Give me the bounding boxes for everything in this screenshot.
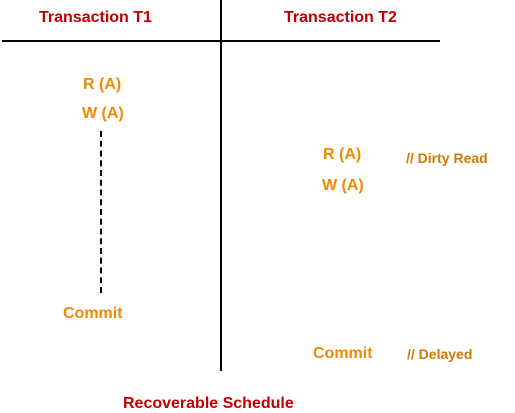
- header-transaction-t2: Transaction T2: [284, 9, 397, 26]
- diagram-caption: Recoverable Schedule: [123, 395, 294, 412]
- note-dirty-read: // Dirty Read: [406, 150, 488, 166]
- t2-commit: Commit: [313, 345, 373, 362]
- t2-read-a: R (A): [323, 146, 362, 163]
- t1-timeline-dashed: [100, 131, 102, 293]
- t1-write-a: W (A): [82, 105, 124, 122]
- column-divider-line: [220, 0, 222, 371]
- note-delayed: // Delayed: [407, 346, 473, 362]
- t1-commit: Commit: [63, 305, 123, 322]
- header-transaction-t1: Transaction T1: [39, 9, 152, 26]
- t1-read-a: R (A): [83, 76, 122, 93]
- t2-write-a: W (A): [322, 177, 364, 194]
